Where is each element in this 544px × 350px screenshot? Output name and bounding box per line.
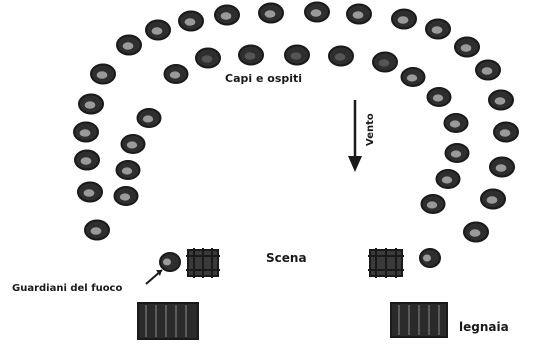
seat-outer-21 <box>481 190 505 209</box>
seat-outer-19 <box>494 123 518 142</box>
seat-outer-4 <box>74 123 98 142</box>
seat-outer-14 <box>392 10 416 29</box>
seat-inner-7 <box>428 88 451 106</box>
label-legnaia: legnaia <box>459 320 509 334</box>
seat-outer-6 <box>91 65 115 84</box>
seat-outer-1 <box>85 221 109 240</box>
woodpile-right-icon <box>391 303 447 337</box>
fire-left-icon <box>186 248 220 278</box>
woodpile-left-icon <box>138 303 198 339</box>
seat-outer-18 <box>489 91 513 110</box>
seat-chief-3 <box>285 46 309 65</box>
seat-outer-13 <box>347 5 371 24</box>
seat-inner-5 <box>165 65 188 83</box>
seat-inner-9 <box>446 144 469 162</box>
seat-chief-1 <box>196 49 220 68</box>
seat-outer-7 <box>117 36 141 55</box>
seat-inner-11 <box>422 195 445 213</box>
seat-outer-5 <box>79 95 103 114</box>
inner-seat-ring <box>115 65 469 213</box>
seat-outer-10 <box>215 6 239 25</box>
seat-inner-8 <box>445 114 468 132</box>
seat-inner-1 <box>115 187 138 205</box>
seat-outer-2 <box>78 183 102 202</box>
label-vento: Vento <box>365 113 376 146</box>
fire-guardian-right <box>420 249 440 267</box>
seat-inner-3 <box>122 135 145 153</box>
label-capi-ospiti: Capi e ospiti <box>225 72 302 85</box>
label-scena: Scena <box>266 251 307 265</box>
seat-chief-4 <box>329 47 353 66</box>
seat-inner-2 <box>117 161 140 179</box>
fire-guardian-left <box>160 253 180 271</box>
seat-chief-5 <box>373 53 397 72</box>
seat-outer-9 <box>179 12 203 31</box>
seat-inner-10 <box>437 170 460 188</box>
seat-outer-12 <box>305 3 329 22</box>
seat-outer-11 <box>259 4 283 23</box>
seat-inner-4 <box>138 109 161 127</box>
seat-chief-2 <box>239 46 263 65</box>
seat-inner-6 <box>402 68 425 86</box>
seat-outer-17 <box>476 61 500 80</box>
chiefs-and-guests-row <box>196 46 397 72</box>
seat-outer-3 <box>75 151 99 170</box>
seat-outer-8 <box>146 21 170 40</box>
label-guardiani: Guardiani del fuoco <box>12 283 122 294</box>
wind-arrow-icon <box>348 100 362 172</box>
fire-right-icon <box>368 248 404 278</box>
seat-outer-22 <box>464 223 488 242</box>
seat-outer-20 <box>490 158 514 177</box>
seat-outer-15 <box>426 20 450 39</box>
seat-outer-16 <box>455 38 479 57</box>
